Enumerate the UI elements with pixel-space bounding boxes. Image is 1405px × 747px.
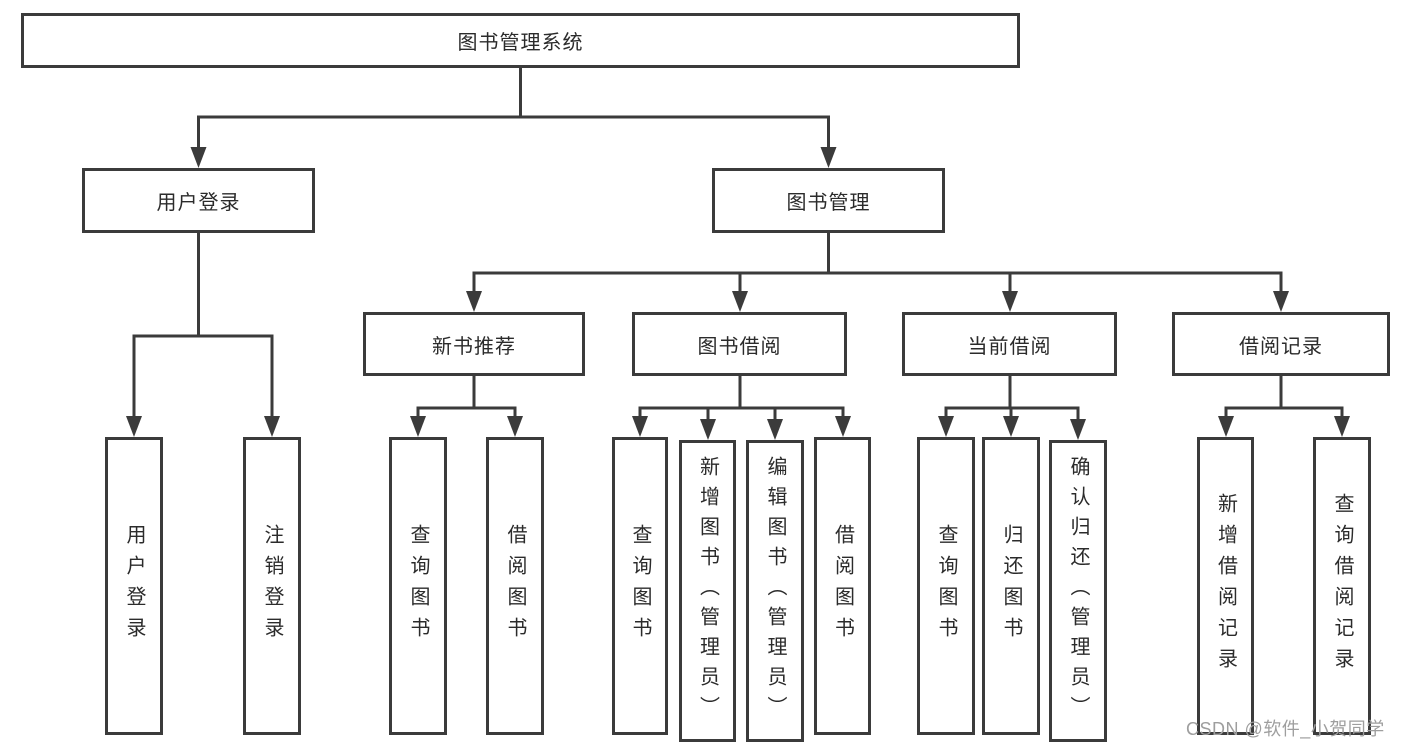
leaf-add-book-admin-label: 新增图书（管理员） — [696, 456, 719, 726]
node-root: 图书管理系统 — [21, 13, 1020, 68]
leaf-query-book-borrow: 查询图书 — [612, 437, 668, 735]
connector-book-borrow — [638, 376, 845, 420]
arrow-down-icon — [732, 291, 748, 312]
leaf-query-book-current-label: 查询图书 — [935, 524, 957, 648]
leaf-borrow-book: 借阅图书 — [814, 437, 871, 735]
leaf-confirm-return-admin: 确认归还（管理员） — [1049, 440, 1107, 742]
leaf-borrow-book-recommend: 借阅图书 — [486, 437, 544, 735]
arrow-down-icon — [632, 416, 648, 437]
arrow-down-icon — [1002, 291, 1018, 312]
arrow-down-icon — [507, 416, 523, 437]
leaf-borrow-book-recommend-label: 借阅图书 — [504, 524, 526, 648]
node-borrow-records: 借阅记录 — [1172, 312, 1390, 376]
arrow-down-icon — [1218, 416, 1234, 437]
node-current-borrow: 当前借阅 — [902, 312, 1117, 376]
arrow-down-icon — [1070, 419, 1086, 440]
connector-new-book-recommend — [416, 376, 517, 418]
leaf-edit-book-admin: 编辑图书（管理员） — [746, 440, 804, 742]
leaf-return-book: 归还图书 — [982, 437, 1040, 735]
leaf-edit-book-admin-label: 编辑图书（管理员） — [764, 456, 786, 726]
connector-current-borrow — [944, 376, 1080, 420]
node-book-borrow-label: 图书借阅 — [697, 335, 782, 358]
node-book-management-label: 图书管理 — [786, 192, 871, 214]
arrow-down-icon — [938, 416, 954, 437]
leaf-confirm-return-admin-label: 确认归还（管理员） — [1067, 456, 1089, 726]
arrow-down-icon — [1334, 416, 1350, 437]
node-current-borrow-label: 当前借阅 — [967, 335, 1052, 358]
leaf-return-book-label: 归还图书 — [1000, 524, 1022, 648]
arrow-down-icon — [126, 416, 142, 437]
node-root-label: 图书管理系统 — [457, 32, 584, 54]
arrow-down-icon — [466, 291, 482, 312]
leaf-query-borrow-record: 查询借阅记录 — [1313, 437, 1371, 735]
leaf-logout: 注销登录 — [243, 437, 301, 735]
connector-root — [197, 68, 830, 148]
node-book-borrow: 图书借阅 — [632, 312, 847, 376]
arrow-down-icon — [1273, 291, 1289, 312]
connector-borrow-records — [1224, 376, 1344, 418]
arrow-down-icon — [190, 147, 207, 168]
leaf-query-book-borrow-label: 查询图书 — [629, 524, 651, 648]
node-new-book-recommend: 新书推荐 — [363, 312, 585, 376]
leaf-user-login-label: 用户登录 — [123, 524, 145, 648]
connector-book-management — [472, 233, 1283, 292]
arrow-down-icon — [1003, 416, 1019, 437]
leaf-query-book-recommend: 查询图书 — [389, 437, 447, 735]
arrow-down-icon — [700, 419, 716, 440]
connector-user-login — [132, 233, 274, 417]
leaf-logout-label: 注销登录 — [261, 524, 283, 648]
leaf-query-book-recommend-label: 查询图书 — [407, 524, 429, 648]
node-new-book-recommend-label: 新书推荐 — [432, 335, 516, 358]
arrow-down-icon — [410, 416, 426, 437]
leaf-add-borrow-record: 新增借阅记录 — [1197, 437, 1254, 735]
arrow-down-icon — [264, 416, 280, 437]
csdn-watermark: CSDN @软件_小贺同学 — [1186, 719, 1385, 739]
arrow-down-icon — [767, 419, 783, 440]
node-user-login: 用户登录 — [82, 168, 315, 233]
node-book-management: 图书管理 — [712, 168, 945, 233]
node-borrow-records-label: 借阅记录 — [1239, 335, 1323, 358]
leaf-add-book-admin: 新增图书（管理员） — [679, 440, 736, 742]
leaf-user-login: 用户登录 — [105, 437, 163, 735]
arrow-down-icon — [820, 147, 837, 168]
leaf-query-book-current: 查询图书 — [917, 437, 975, 735]
arrow-down-icon — [835, 416, 851, 437]
arrowheads — [126, 147, 1350, 440]
leaf-query-borrow-record-label: 查询借阅记录 — [1331, 493, 1353, 679]
leaf-borrow-book-label: 借阅图书 — [831, 524, 854, 648]
node-user-login-label: 用户登录 — [156, 192, 241, 214]
leaf-add-borrow-record-label: 新增借阅记录 — [1214, 493, 1237, 679]
